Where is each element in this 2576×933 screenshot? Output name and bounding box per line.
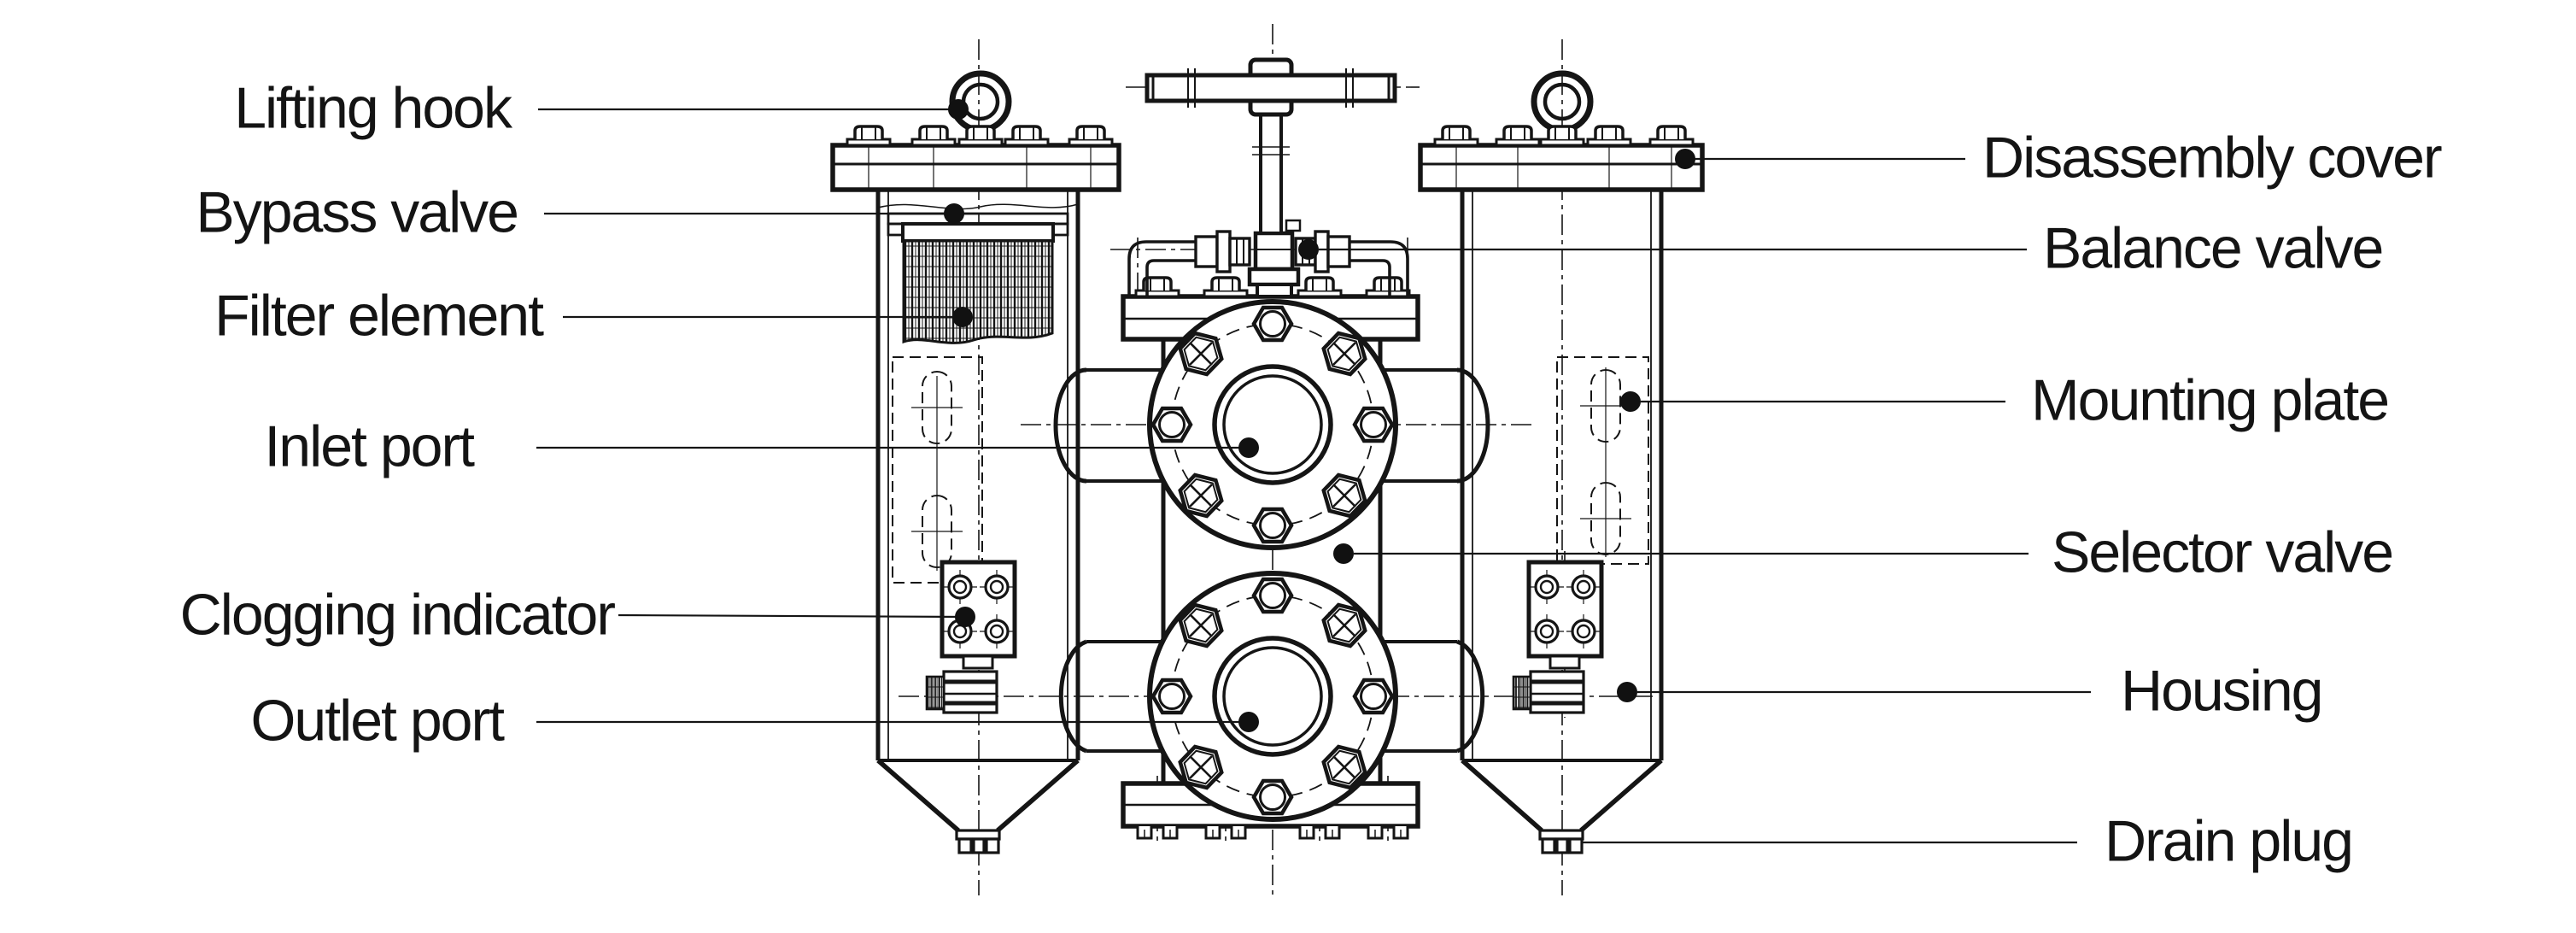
clogging-indicator-right xyxy=(1512,560,1604,714)
right-filter-vessel xyxy=(1418,70,1705,854)
leader-clogging-indicator xyxy=(618,613,966,619)
mounting-plate-left-hidden xyxy=(892,356,983,584)
callout-dot-lifting-hook xyxy=(948,99,969,120)
mounting-plate-right-hidden xyxy=(1556,356,1649,565)
callout-leader-lines xyxy=(536,99,2091,844)
balance-pipe-arch xyxy=(1127,240,1409,296)
left-cover-bolts xyxy=(846,125,1114,147)
label-balance-valve: Balance valve xyxy=(2043,215,2384,281)
left-cone-bottom xyxy=(876,758,1080,833)
label-bypass-valve: Bypass valve xyxy=(196,179,519,245)
outlet-port-flange xyxy=(1147,571,1398,822)
valve-stem xyxy=(1252,113,1290,235)
label-mounting-plate: Mounting plate xyxy=(2031,367,2390,433)
right-cone-bottom xyxy=(1461,758,1663,833)
callout-dot-housing xyxy=(1617,682,1637,702)
disassembly-cover-flange xyxy=(1418,143,1705,192)
callout-dot-bypass-valve xyxy=(944,203,964,224)
t-handle xyxy=(1145,57,1397,117)
label-selector-valve: Selector valve xyxy=(2052,519,2394,585)
left-vessel-shell xyxy=(875,190,1080,760)
label-clogging-indicator: Clogging indicator xyxy=(179,582,616,648)
clogging-indicator-left xyxy=(925,560,1017,714)
balance-valve-body xyxy=(1247,219,1302,298)
callout-dot-selector-valve xyxy=(1333,543,1354,564)
callout-dot-clogging-indicator xyxy=(955,607,975,627)
filter-element-cartridge xyxy=(901,222,1055,344)
label-disassembly-cover: Disassembly cover xyxy=(1982,125,2443,191)
callout-dot-inlet-port xyxy=(1238,437,1259,458)
right-cover-bolts xyxy=(1433,125,1695,147)
break-line xyxy=(877,203,1079,210)
right-vessel-shell xyxy=(1460,190,1664,760)
label-housing: Housing xyxy=(2121,658,2323,724)
callout-dot-balance-valve xyxy=(1298,239,1319,260)
label-filter-element: Filter element xyxy=(214,283,544,349)
label-inlet-port: Inlet port xyxy=(264,414,475,479)
callout-dot-mounting-plate xyxy=(1620,391,1641,412)
label-outlet-port: Outlet port xyxy=(250,688,505,754)
drain-plug-right xyxy=(1538,829,1584,854)
inlet-port-flange xyxy=(1147,299,1398,550)
callout-dot-filter-element xyxy=(952,307,973,327)
label-drain-plug: Drain plug xyxy=(2105,808,2354,874)
drain-plug-left xyxy=(955,829,1001,854)
callout-dot-disassembly-cover xyxy=(1675,149,1695,169)
left-filter-vessel xyxy=(830,70,1121,854)
label-lifting-hook: Lifting hook xyxy=(234,75,512,141)
left-cover-flange xyxy=(830,143,1121,192)
callout-dot-outlet-port xyxy=(1238,712,1259,732)
balance-valve-assembly xyxy=(1127,57,1409,298)
